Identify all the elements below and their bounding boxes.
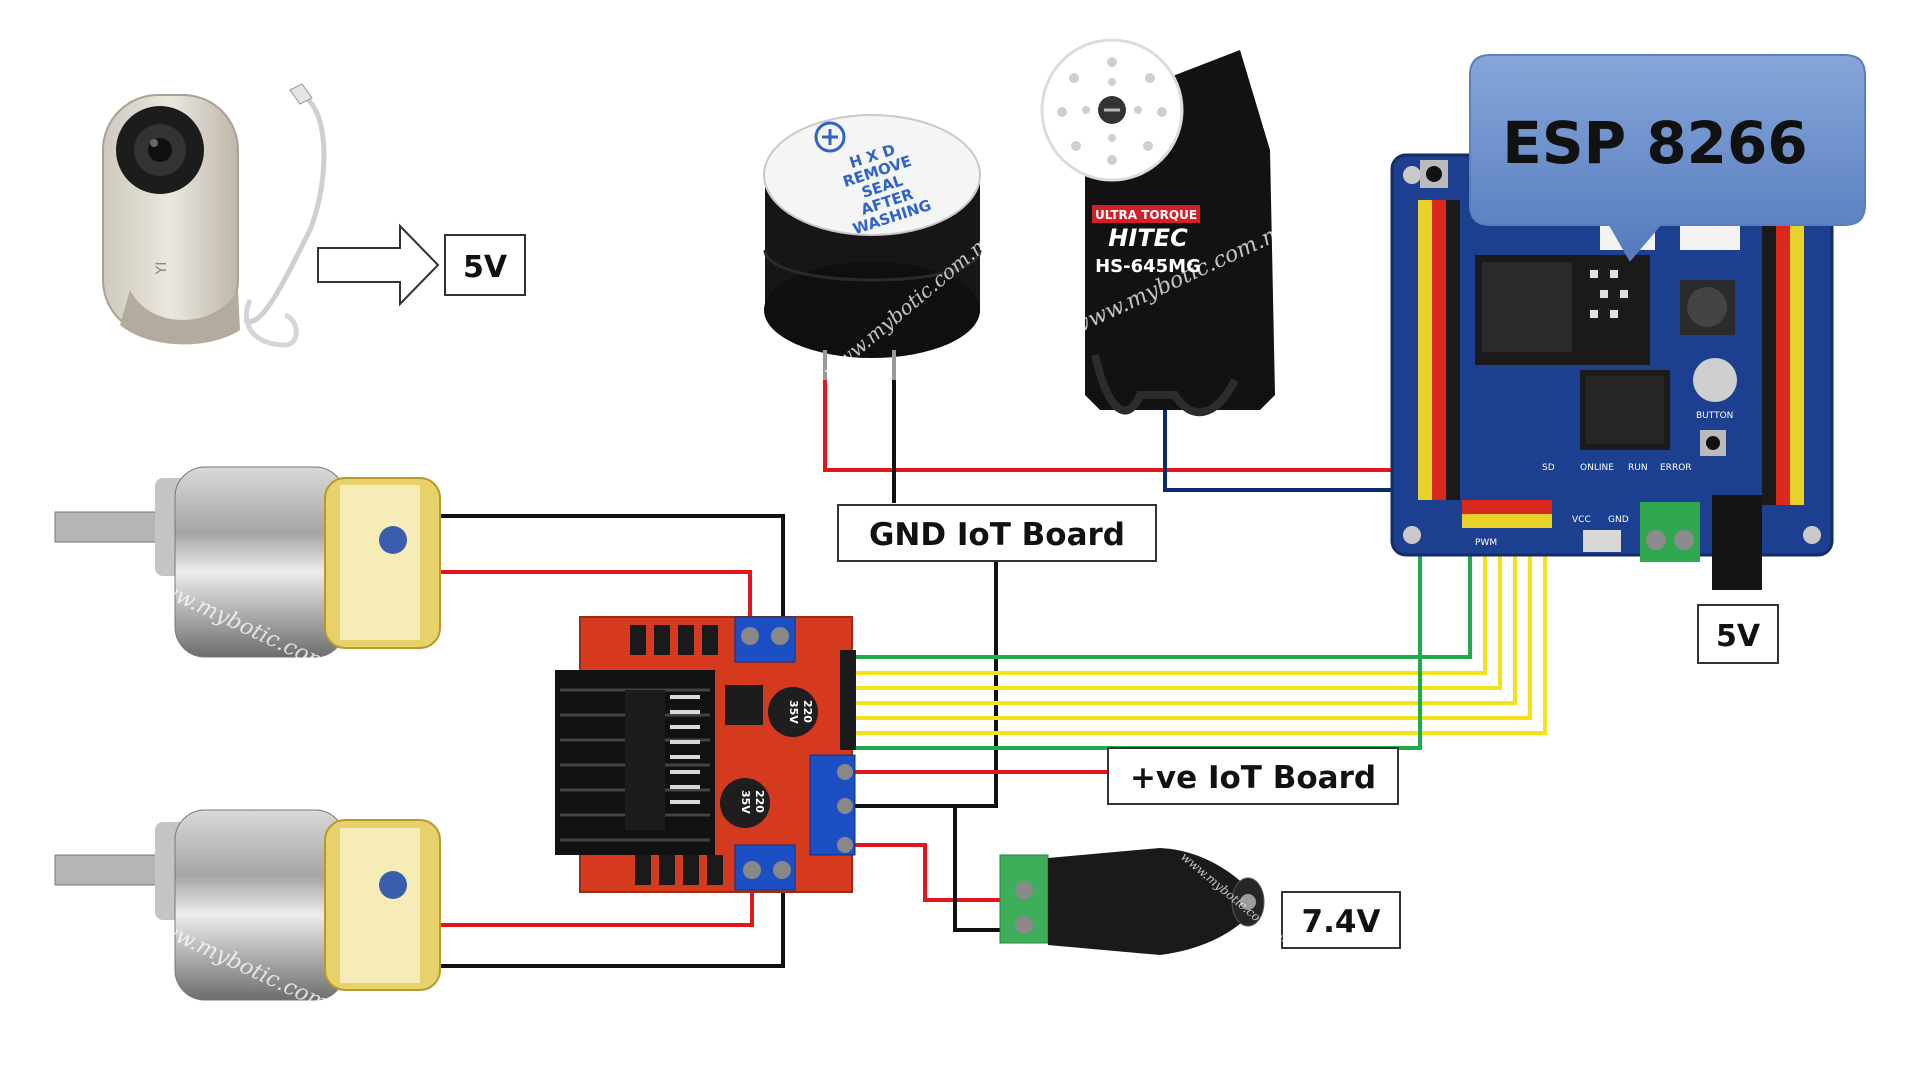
board-label-online: ONLINE (1580, 463, 1614, 473)
servo-brand: HITEC (1108, 224, 1188, 252)
wire-motor1-red (438, 570, 752, 620)
board-label-sd: SD (1542, 463, 1555, 473)
right-headers (1762, 215, 1804, 505)
cap-value-2: 220 (753, 790, 766, 813)
motor-driver-l298n: 220 35V 220 35V (555, 616, 856, 893)
wire-motor2-red (438, 880, 754, 927)
wire-control-green-1 (855, 535, 1472, 659)
svg-text:5V: 5V (1716, 619, 1761, 654)
svg-text:5V: 5V (463, 250, 508, 285)
dc-jack-icon: www.mybotic.com.my (999, 848, 1289, 955)
left-headers (1418, 200, 1460, 500)
svg-text:+ve IoT Board: +ve IoT Board (1130, 760, 1376, 796)
wire-control-yellow-4 (855, 535, 1532, 720)
wire-motor1-black (438, 514, 785, 620)
cap-value-1: 220 (801, 700, 814, 723)
wire-control-yellow-3 (855, 535, 1517, 705)
wire-control-yellow-5 (855, 535, 1547, 735)
camera-icon: YI (102, 83, 327, 348)
esp-board: VCC GND ONLINE RUN ERROR BUTTON PWM SD (1390, 153, 1834, 590)
esp-title: ESP 8266 (1502, 109, 1808, 177)
wire-buzzer-red (823, 380, 1425, 472)
board-label-error: ERROR (1660, 463, 1692, 473)
wire-gnd-board (845, 560, 998, 808)
gnd-label: GND IoT Board (837, 504, 1157, 562)
svg-text:GND IoT Board: GND IoT Board (869, 517, 1125, 553)
wires (413, 358, 1547, 968)
wire-control-green-2 (855, 520, 1422, 750)
wire-control-yellow-2 (855, 535, 1502, 690)
cap-voltage-2: 35V (739, 790, 752, 814)
buzzer-icon: H X D REMOVE SEAL AFTER WASHING www.mybo… (763, 114, 1003, 384)
cap-voltage-1: 35V (787, 700, 800, 724)
wire-battery-red (845, 843, 1025, 902)
positive-label: +ve IoT Board (1107, 747, 1399, 805)
servo-model: HS-645MG (1095, 256, 1201, 277)
board-label-pwm: PWM (1475, 538, 1497, 548)
board-label-button: BUTTON (1696, 411, 1733, 421)
board-label-gnd: GND (1608, 515, 1629, 525)
servo-icon: ULTRA TORQUE HITEC HS-645MG www.mybotic.… (1040, 38, 1299, 417)
board-label-run: RUN (1628, 463, 1648, 473)
wire-control-yellow-1 (855, 535, 1487, 675)
esp-callout: ESP 8266 (1469, 54, 1866, 262)
esp-power-label: 5V (1697, 604, 1779, 664)
board-label-vcc: VCC (1572, 515, 1591, 525)
motor-top-icon: www.mybotic.com.my (54, 466, 441, 694)
arrow-icon (317, 223, 440, 307)
servo-tag: ULTRA TORQUE (1095, 208, 1197, 222)
camera-logo: YI (154, 262, 170, 276)
motor-bottom-icon: www.mybotic.com.my (54, 809, 441, 1034)
wire-motor2-black (413, 880, 785, 968)
camera-power-label: 5V (444, 234, 526, 296)
battery-label: 7.4V (1281, 891, 1401, 949)
svg-text:7.4V: 7.4V (1302, 904, 1381, 940)
